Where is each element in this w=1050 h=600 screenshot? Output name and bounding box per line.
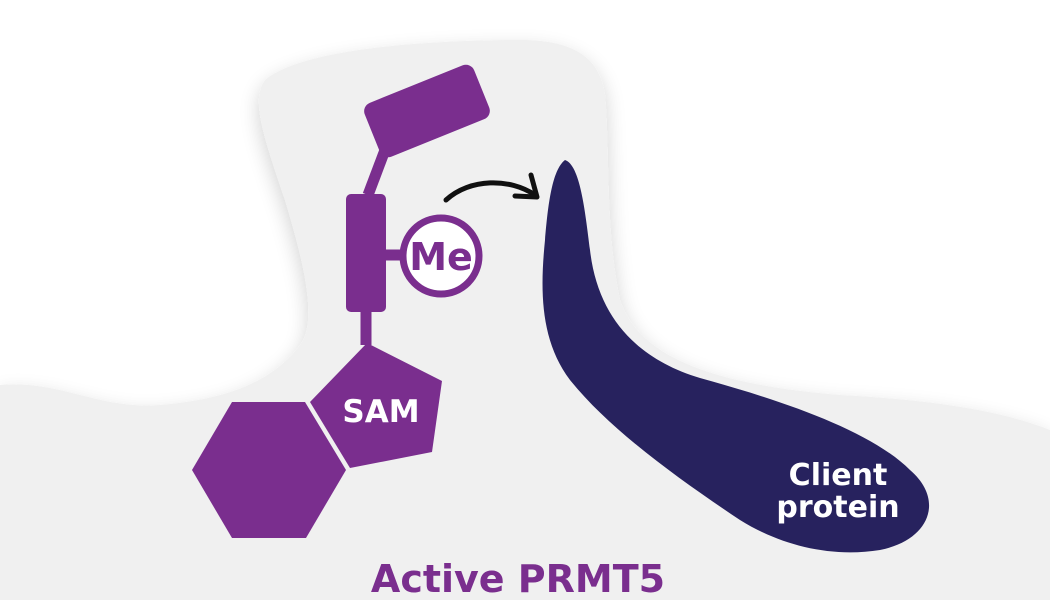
hexagon — [192, 402, 346, 538]
arrow-head — [512, 172, 540, 200]
sam-label: SAM — [342, 394, 419, 430]
sam-pentagon — [310, 343, 442, 468]
methyl-circle — [399, 214, 483, 298]
transfer-arrow — [443, 172, 540, 203]
diagram-title: Active PRMT5 — [371, 557, 665, 600]
client-label-line1: Client — [789, 458, 888, 493]
client-protein — [542, 160, 930, 553]
arrow-curve — [443, 180, 538, 203]
stem-block — [346, 194, 386, 312]
client-label-line2: protein — [776, 490, 899, 525]
top-block — [364, 64, 490, 158]
methyl-label: Me — [409, 235, 473, 279]
